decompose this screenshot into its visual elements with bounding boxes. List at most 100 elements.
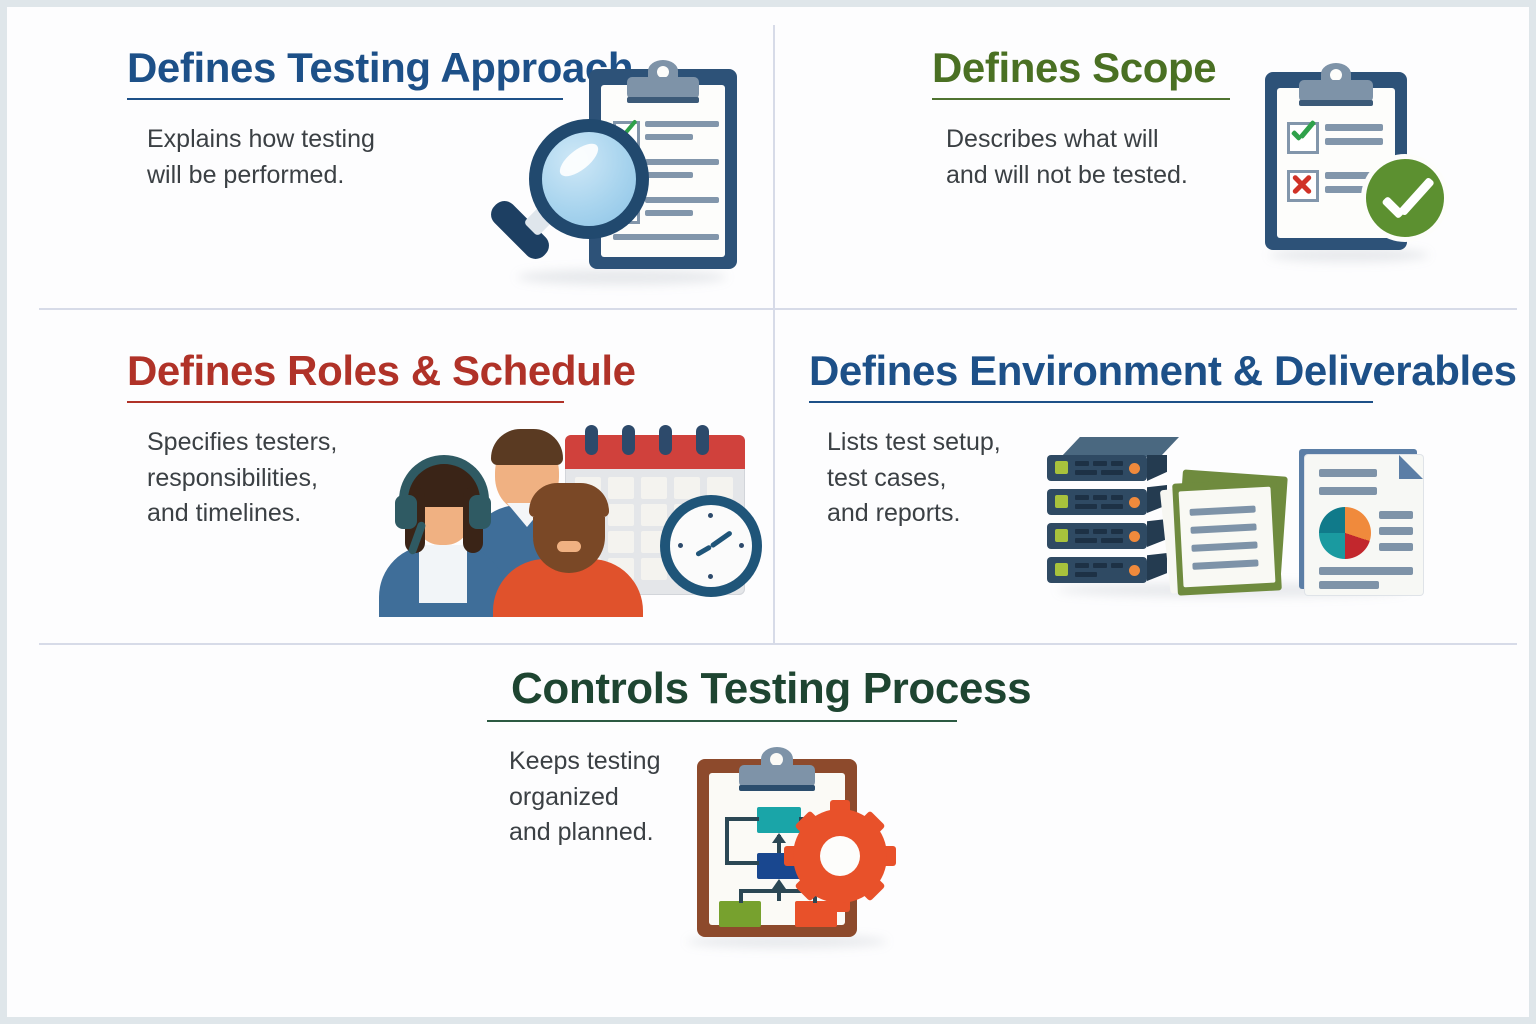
person-hair-man-blue bbox=[491, 429, 563, 465]
cell-body-line: Keeps testing bbox=[509, 747, 661, 775]
cell-body-defines-environment-deliverables: Lists test setup, test cases, and report… bbox=[827, 425, 1509, 532]
server-led bbox=[1055, 529, 1068, 542]
server-indicator bbox=[1129, 565, 1140, 576]
server-slot bbox=[1111, 495, 1123, 500]
clipboard-clip-bar bbox=[739, 785, 815, 791]
gear-hole bbox=[820, 836, 860, 876]
headset-band bbox=[399, 455, 489, 507]
divider-horizontal-top bbox=[39, 308, 1517, 310]
icon-shadow bbox=[517, 269, 727, 285]
server-side bbox=[1147, 519, 1167, 547]
server-slot bbox=[1111, 529, 1123, 534]
icon-shadow bbox=[687, 935, 887, 948]
clipboard-flowchart-gear-icon bbox=[667, 737, 917, 948]
person-shirt-woman bbox=[419, 545, 467, 603]
server-slot bbox=[1075, 572, 1097, 577]
cell-defines-scope: Defines Scope Describes what will and wi… bbox=[932, 47, 1492, 297]
report-text-line bbox=[1379, 527, 1413, 535]
clipboard-clip bbox=[739, 765, 815, 787]
team-calendar-clock-icon bbox=[357, 417, 767, 617]
calendar-ring bbox=[696, 425, 709, 455]
headset-earcup-left bbox=[395, 495, 417, 529]
cell-body-line: Specifies testers, bbox=[147, 428, 338, 456]
flowchart-node-green bbox=[719, 901, 761, 927]
report-text-line bbox=[1379, 543, 1413, 551]
clipboard-text-line bbox=[645, 210, 693, 216]
cell-body-defines-roles-schedule: Specifies testers, responsibilities, and… bbox=[147, 425, 767, 532]
title-underline-defines-roles-schedule bbox=[127, 401, 564, 403]
server-slot bbox=[1101, 470, 1123, 475]
flowchart-connector bbox=[725, 817, 759, 821]
cell-body-line: test cases, bbox=[827, 463, 947, 492]
magnifier-lens bbox=[529, 119, 649, 239]
server-slot bbox=[1111, 461, 1123, 466]
server-slot bbox=[1075, 504, 1097, 509]
flowchart-connector bbox=[725, 817, 729, 865]
title-underline-controls-testing-process bbox=[487, 720, 957, 722]
clipboard-magnifier-icon bbox=[477, 57, 767, 287]
clock-tick bbox=[708, 513, 713, 518]
calendar-day bbox=[674, 477, 700, 499]
servers-documents-icon bbox=[1037, 427, 1437, 607]
server-indicator bbox=[1129, 531, 1140, 542]
server-slot bbox=[1101, 538, 1123, 543]
cell-body-line: and will not be tested. bbox=[946, 160, 1188, 189]
calendar-ring bbox=[659, 425, 672, 455]
icon-shadow bbox=[1269, 248, 1429, 262]
clipboard-text-line bbox=[1325, 124, 1383, 131]
server-stack bbox=[1047, 437, 1197, 585]
pie-chart-icon bbox=[1319, 507, 1371, 559]
check-icon bbox=[1289, 119, 1317, 146]
server-indicator bbox=[1129, 497, 1140, 508]
calendar-day bbox=[641, 504, 667, 526]
cell-body-line: and timelines. bbox=[147, 499, 302, 527]
clipboard-text-line bbox=[645, 197, 719, 203]
server-indicator bbox=[1129, 463, 1140, 474]
server-top bbox=[1061, 437, 1179, 457]
clipboard-text-line bbox=[1325, 172, 1383, 179]
cell-title-controls-testing-process: Controls Testing Process bbox=[511, 664, 1032, 713]
server-led bbox=[1055, 461, 1068, 474]
calendar-day bbox=[707, 477, 733, 499]
magnifier-glare bbox=[554, 137, 604, 183]
clipboard-clip-bar bbox=[1299, 100, 1373, 106]
clock-icon bbox=[660, 495, 762, 597]
cell-title-defines-scope: Defines Scope bbox=[932, 44, 1217, 91]
flowchart-connector bbox=[777, 835, 781, 853]
server-side bbox=[1147, 455, 1167, 481]
clipboard-text-line bbox=[645, 159, 719, 165]
report-text-line bbox=[1379, 511, 1413, 519]
clipboard-clip-hole bbox=[657, 66, 669, 78]
approved-badge-icon bbox=[1361, 154, 1449, 242]
document-green-front bbox=[1172, 478, 1282, 596]
server-side bbox=[1147, 553, 1167, 581]
report-text-line bbox=[1319, 469, 1377, 477]
cell-body-line: responsibilities, bbox=[147, 463, 318, 492]
cell-title-defines-testing-approach: Defines Testing Approach bbox=[127, 44, 634, 91]
badge-check-stroke bbox=[1398, 176, 1435, 217]
server-slot bbox=[1111, 563, 1123, 568]
person-hair-man-orange bbox=[529, 483, 609, 517]
cell-body-line: and planned. bbox=[509, 818, 654, 846]
clock-tick bbox=[739, 543, 744, 548]
calendar-day bbox=[641, 558, 667, 580]
server-slot bbox=[1093, 563, 1107, 568]
flowchart-arrow bbox=[772, 833, 786, 843]
cell-body-line: Describes what will bbox=[946, 125, 1159, 153]
flowchart-connector bbox=[739, 889, 743, 903]
cross-icon bbox=[1289, 172, 1313, 196]
report-text-line bbox=[1319, 581, 1379, 589]
server-slot bbox=[1075, 495, 1089, 500]
divider-vertical bbox=[773, 25, 775, 643]
server-slot bbox=[1101, 504, 1123, 509]
cell-body-line: organized bbox=[509, 782, 619, 811]
report-text-line bbox=[1319, 487, 1377, 495]
server-led bbox=[1055, 495, 1068, 508]
calendar-day bbox=[641, 477, 667, 499]
clipboard-text-line bbox=[1325, 186, 1383, 193]
clock-tick bbox=[708, 574, 713, 579]
cell-defines-roles-schedule: Defines Roles & Schedule Specifies teste… bbox=[127, 350, 767, 630]
calendar-day bbox=[608, 531, 634, 553]
cell-body-controls-testing-process: Keeps testing organized and planned. bbox=[509, 744, 1127, 851]
